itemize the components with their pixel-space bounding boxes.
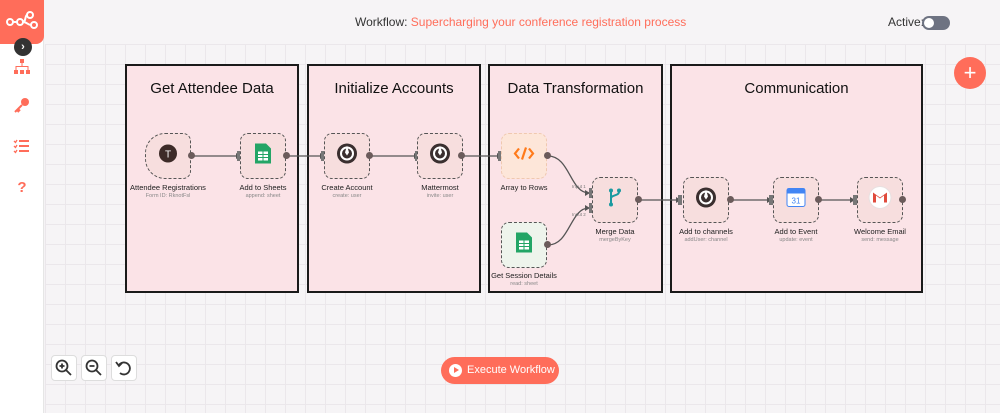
mattermost-icon bbox=[429, 143, 451, 170]
node-attendee-registrations[interactable]: T bbox=[145, 133, 191, 179]
output-handle[interactable] bbox=[635, 196, 642, 203]
google-sheets-icon bbox=[515, 232, 533, 259]
output-handle[interactable] bbox=[815, 196, 822, 203]
output-handle[interactable] bbox=[188, 152, 195, 159]
zoom-in-button[interactable] bbox=[51, 355, 77, 381]
add-node-button[interactable]: + bbox=[954, 57, 986, 89]
google-sheets-icon bbox=[254, 143, 272, 170]
merge-icon bbox=[606, 188, 624, 213]
input-handle[interactable] bbox=[498, 151, 502, 161]
sidebar: › ? bbox=[0, 0, 44, 413]
executions-list-icon[interactable] bbox=[12, 137, 32, 157]
node-get-session-details[interactable] bbox=[501, 222, 547, 268]
node-merge-data[interactable] bbox=[592, 177, 638, 223]
input-handle[interactable] bbox=[321, 151, 325, 161]
mattermost-icon bbox=[336, 143, 358, 170]
node-subtitle: send: message bbox=[861, 237, 899, 243]
node-label: Merge Data bbox=[595, 227, 635, 236]
node-label: Array to Rows bbox=[500, 183, 548, 192]
execute-label: Execute Workflow bbox=[467, 364, 555, 376]
credentials-key-icon[interactable] bbox=[12, 96, 32, 116]
input-handle[interactable] bbox=[237, 151, 241, 161]
execute-workflow-button[interactable]: Execute Workflow bbox=[441, 357, 559, 384]
typeform-letter: T bbox=[165, 150, 171, 161]
workflow-prefix: Workflow: bbox=[355, 15, 408, 29]
group-title: Get Attendee Data bbox=[150, 80, 274, 97]
top-bar: Workflow: Supercharging your conference … bbox=[45, 0, 1000, 44]
input-handle[interactable] bbox=[769, 195, 773, 205]
node-label: Add to Sheets bbox=[239, 183, 287, 192]
output-handle[interactable] bbox=[727, 196, 734, 203]
node-welcome-email[interactable] bbox=[857, 177, 903, 223]
group-title: Initialize Accounts bbox=[334, 80, 454, 97]
node-subtitle: addUser: channel bbox=[684, 237, 728, 243]
input-handle[interactable] bbox=[853, 195, 857, 205]
node-subtitle: mergeByKey bbox=[599, 237, 631, 243]
expand-sidebar-icon[interactable]: › bbox=[14, 38, 32, 56]
zoom-out-button[interactable] bbox=[81, 355, 107, 381]
zoom-out-icon bbox=[85, 359, 102, 376]
n8n-logo-icon[interactable] bbox=[0, 0, 44, 44]
node-add-to-channels[interactable] bbox=[683, 177, 729, 223]
output-handle[interactable] bbox=[544, 241, 551, 248]
output-handle[interactable] bbox=[458, 152, 465, 159]
output-handle[interactable] bbox=[899, 196, 906, 203]
toggle-knob bbox=[924, 18, 934, 28]
output-handle[interactable] bbox=[283, 152, 290, 159]
node-subtitle: update: event bbox=[779, 237, 813, 243]
node-subtitle: invite: user bbox=[426, 193, 454, 199]
reset-zoom-button[interactable] bbox=[111, 355, 137, 381]
node-label: Add to Event bbox=[774, 227, 818, 236]
node-mattermost[interactable] bbox=[417, 133, 463, 179]
node-add-to-event[interactable]: 31 bbox=[773, 177, 819, 223]
node-add-to-sheets[interactable] bbox=[240, 133, 286, 179]
node-label: Mattermost bbox=[421, 183, 459, 192]
output-handle[interactable] bbox=[544, 152, 551, 159]
workflow-name[interactable]: Supercharging your conference registrati… bbox=[410, 15, 687, 29]
node-subtitle: read: sheet bbox=[510, 281, 538, 287]
calendar-day: 31 bbox=[792, 197, 801, 206]
node-subtitle: Form ID: RknotFsl bbox=[145, 193, 191, 199]
node-label: Create Account bbox=[321, 183, 373, 192]
zoom-in-icon bbox=[55, 359, 72, 376]
node-label: Add to channels bbox=[679, 227, 733, 236]
input-handle[interactable] bbox=[678, 195, 682, 205]
input-handle-2[interactable] bbox=[589, 203, 593, 213]
help-icon[interactable]: ? bbox=[17, 179, 27, 196]
workflow-title: Workflow: Supercharging your conference … bbox=[355, 15, 686, 29]
group-title: Communication bbox=[744, 80, 849, 97]
node-label: Attendee Registrations bbox=[130, 183, 206, 192]
node-subtitle: create: user bbox=[332, 193, 362, 199]
workflows-icon[interactable] bbox=[12, 58, 32, 78]
active-label: Active: bbox=[888, 15, 925, 29]
node-array-to-rows[interactable] bbox=[501, 133, 547, 179]
merge-input-label: Input 2 bbox=[572, 212, 586, 217]
output-handle[interactable] bbox=[366, 152, 373, 159]
node-subtitle: append: sheet bbox=[245, 193, 281, 199]
code-icon bbox=[513, 146, 535, 167]
google-calendar-icon: 31 bbox=[786, 188, 806, 213]
mattermost-icon bbox=[695, 187, 717, 214]
play-icon bbox=[449, 364, 462, 377]
active-toggle[interactable] bbox=[922, 16, 950, 30]
typeform-icon: T bbox=[158, 144, 178, 169]
node-label: Get Session Details bbox=[491, 271, 557, 280]
node-label: Welcome Email bbox=[854, 227, 906, 236]
undo-icon bbox=[115, 361, 131, 376]
gmail-icon bbox=[868, 186, 892, 215]
group-title: Data Transformation bbox=[507, 80, 644, 97]
node-create-account[interactable] bbox=[324, 133, 370, 179]
input-handle-1[interactable] bbox=[589, 188, 593, 198]
merge-input-label: Input 1 bbox=[572, 184, 586, 189]
